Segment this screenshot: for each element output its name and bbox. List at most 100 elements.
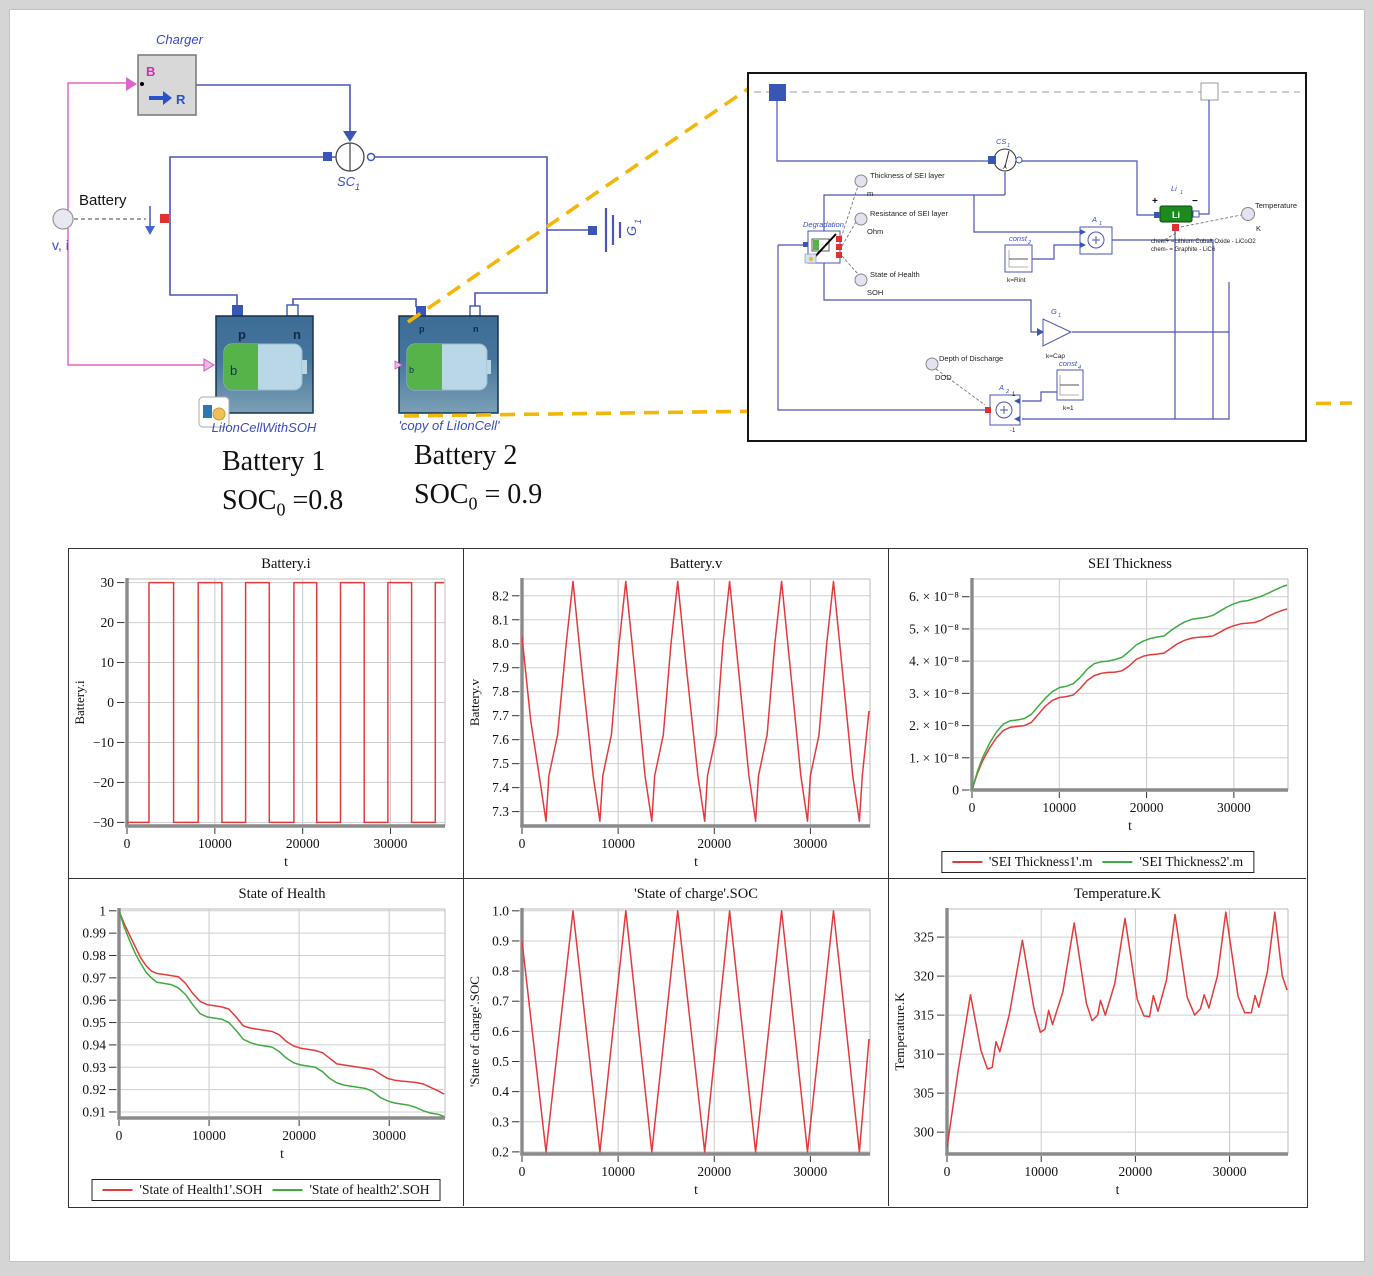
y-tick-label: 4. × 10⁻⁸ [909,654,959,669]
chem-plus-text: chem+ =Lithium Cobalt Oxide - LiCoO2 [1151,239,1256,245]
current-arrow-icon [343,131,357,142]
y-tick-label: 315 [914,1008,935,1023]
boundary-port-white [1200,82,1219,101]
temperature-label: Temperature [1255,201,1297,210]
x-tick-label: 30000 [794,1164,828,1179]
cell1-name: LiIonCellWithSOH [212,420,317,435]
y-tick-label: 7.4 [492,780,509,795]
x-tick-label: 0 [519,836,526,851]
x-tick-label: 0 [944,1164,951,1179]
series-Battery.i [127,581,445,824]
y-axis-label: Temperature.K [892,992,907,1071]
cell1-port-n: n [293,327,301,342]
charger-block: B R [137,54,197,116]
soh-unit: SOH [867,288,883,297]
resistance-unit: Ohm [867,227,883,236]
y-tick-label: 0.9 [492,933,509,948]
battery-sensor: Battery v, i [52,192,169,253]
a2-input1-label: 1 [1012,392,1016,398]
y-tick-label: 0.6 [492,1024,509,1039]
li-plus: + [1152,196,1158,207]
series-'State of charge'.SOC [522,910,870,1153]
y-tick-label: 0.98 [82,948,106,963]
legend-line-sample [1102,860,1133,864]
const4-k: k=1 [1063,405,1074,412]
x-axis-label: t [284,854,288,869]
dod-label: Depth of Discharge [939,354,1003,363]
g1-label-sub: 1 [1058,313,1061,319]
li-cell: Li 1 + − Li [1152,184,1242,243]
chart-title: State of Health [239,886,327,902]
x-tick-label: 20000 [697,836,731,851]
y-tick-label: −10 [93,735,114,750]
y-tick-label: 0.95 [82,1015,106,1030]
battery-sensor-label: Battery [79,192,127,209]
degradation-block: Degradation [803,220,844,264]
cs1-label-sub: 1 [1007,143,1010,149]
y-tick-label: 5. × 10⁻⁸ [909,621,959,636]
pink-arrow-into-cell1 [203,358,215,372]
a2-input2-label: -1 [1010,428,1016,434]
a1-label-sub: 1 [1099,221,1102,227]
y-tick-label: 1.0 [492,903,509,918]
y-axis-label: Battery.v [467,678,482,726]
const4-label: const [1059,359,1078,368]
cs1-label: CS [996,137,1006,146]
detail-diagram-box: A CS 1 Degradation Thickness of SEI laye… [747,72,1307,442]
y-tick-label: 325 [914,930,935,945]
x-tick-label: 30000 [1217,800,1251,815]
x-tick-label: 30000 [794,836,828,851]
li1-label: Li [1171,184,1177,193]
y-tick-label: 0.4 [492,1084,509,1099]
soh-output: State of Health SOH [841,255,920,297]
y-tick-label: 20 [101,615,115,630]
resistance-label: Resistance of SEI layer [870,209,948,218]
chem-minus-text: chem- = Graphite - LiC6 [1151,247,1216,253]
cell2-port-b: b [409,365,414,375]
y-tick-label: 310 [914,1047,935,1062]
temperature-unit: K [1256,224,1261,233]
const2-block: const 2 k=Rint [1004,234,1033,284]
charger-label: Charger [156,32,204,47]
y-tick-label: 320 [914,969,935,984]
y-axis-label: Battery.i [72,680,87,725]
charger-arrow-icon [149,91,172,105]
series-Battery.v [522,580,870,822]
temperature-output: Temperature K [1241,201,1297,233]
x-tick-label: 10000 [192,1128,226,1143]
y-tick-label: 0.5 [492,1054,509,1069]
y-tick-label: 7.9 [492,660,509,675]
battery2-caption: Battery 2 SOC0 = 0.9 [414,436,542,524]
const4-block: const 4 k=1 [1056,359,1084,412]
legend: 'SEI Thickness1'.m'SEI Thickness2'.m [940,851,1255,873]
a2-label: A [998,383,1004,392]
charger-port-b-label: B [146,64,155,79]
x-axis-label: t [694,1182,698,1197]
x-axis-label: t [1128,818,1132,833]
thickness-label: Thickness of SEI layer [870,171,945,180]
x-axis-label: t [694,854,698,869]
gain-g1: G 1 k=Cap [1037,307,1073,360]
sensor-attach-port [160,214,169,223]
battery2-caption-title: Battery 2 [414,440,518,471]
main-circuit-diagram: Charger B R Battery v, i SC 1 [52,32,643,435]
ground-label-sub: 1 [633,219,643,224]
legend-entry: 'SEI Thickness1'.m [951,854,1093,870]
charger-dot [140,82,144,86]
y-tick-label: 3. × 10⁻⁸ [909,686,959,701]
battery-sensor-vars: v, i [52,237,69,253]
y-tick-label: 8.0 [492,636,509,651]
x-tick-label: 30000 [1213,1164,1247,1179]
y-tick-label: 0.94 [82,1037,106,1052]
series-'State of health2'.SOH [119,910,445,1118]
y-tick-label: 1. × 10⁻⁸ [909,750,959,765]
li-minus: − [1192,196,1198,207]
